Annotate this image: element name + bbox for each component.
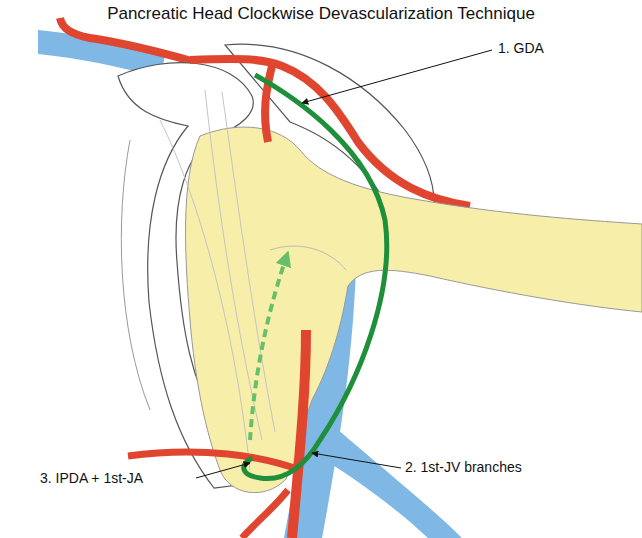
callout-label: 2. 1st-JV branches [405, 459, 522, 475]
vein-branch [328, 428, 462, 538]
hepatic-artery [60, 18, 195, 62]
bile-duct [222, 92, 275, 432]
superior-mesenteric-artery [292, 330, 306, 538]
duodenum-edge [121, 140, 150, 410]
callout-label: 1. GDA [498, 40, 544, 56]
duct-line [160, 120, 250, 470]
leader-arrow [302, 50, 492, 103]
gastroduodenal-artery [265, 66, 272, 142]
dissection-line [244, 75, 387, 479]
callout-label: 3. IPDA + 1st-JA [40, 470, 143, 486]
rotation-arrow [250, 258, 286, 440]
ipda-artery [128, 452, 300, 470]
leader-arrow [312, 453, 401, 468]
jejunal-artery [242, 490, 288, 538]
diagram-title: Pancreatic Head Clockwise Devascularizat… [0, 4, 642, 24]
leader-arrow [196, 463, 250, 478]
